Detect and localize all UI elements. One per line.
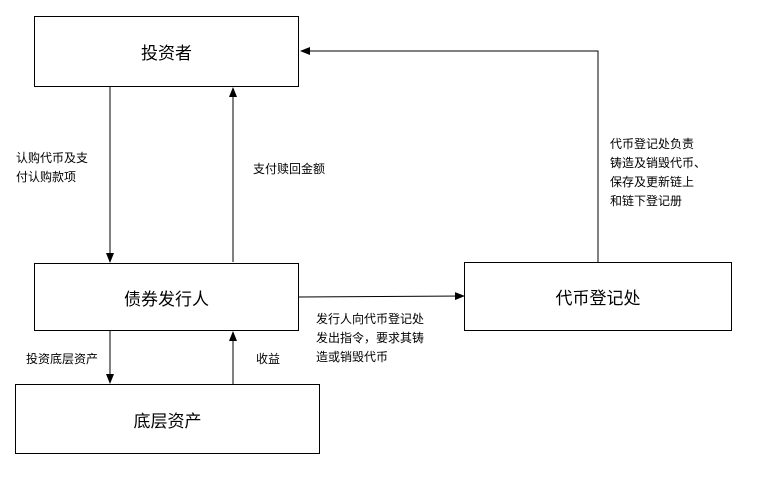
registry-label: 代币登记处 bbox=[555, 289, 641, 309]
underlying-assets-box: 底层资产 bbox=[15, 384, 320, 454]
registry-box: 代币登记处 bbox=[464, 262, 732, 331]
edge-label-registry-duty: 代币登记处负责 铸造及销毁代币、 保存及更新链上 和链下登记册 bbox=[610, 137, 707, 208]
investor-label: 投资者 bbox=[141, 44, 192, 64]
arrow-registry-to-investor bbox=[300, 47, 599, 262]
edge-label-issuer-instruct: 发行人向代币登记处 发出指令，要求其铸 造或销毁代币 bbox=[316, 312, 425, 364]
edge-label-subscribe-pay: 认购代币及支 付认购款项 bbox=[16, 151, 89, 184]
issuer-label: 债券发行人 bbox=[124, 289, 209, 310]
underlying-assets-label: 底层资产 bbox=[133, 411, 202, 432]
arrow-issuer-to-registry bbox=[298, 292, 465, 301]
issuer-box: 债券发行人 bbox=[34, 263, 299, 331]
edge-label-redemption-pay: 支付赎回金额 bbox=[253, 162, 326, 176]
edge-label-income: 收益 bbox=[256, 352, 281, 366]
edge-label-invest-assets: 投资底层资产 bbox=[26, 352, 99, 366]
investor-box: 投资者 bbox=[34, 16, 299, 87]
